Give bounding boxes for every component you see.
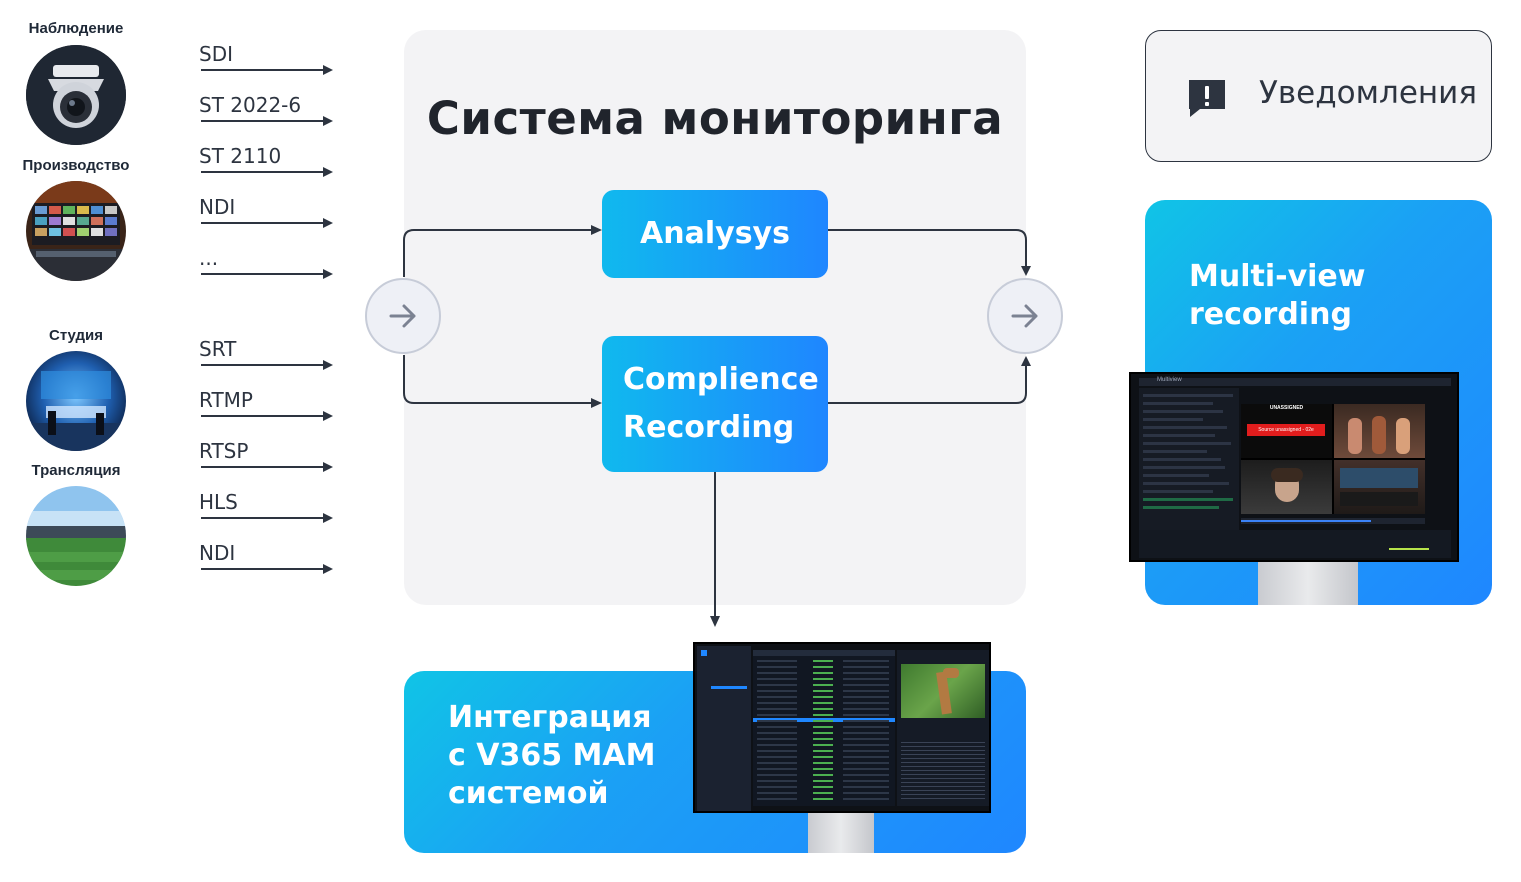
multiview-monitor: Multiview UNASSIGNED Source unassigned -…	[1129, 372, 1459, 562]
tv-studio-photo	[26, 351, 126, 451]
arrow-line	[201, 120, 325, 122]
notifications-box: Уведомления	[1145, 30, 1492, 162]
source-label-production: Производство	[22, 157, 130, 174]
analysys-block: Analysys	[602, 190, 828, 278]
protocol-arrow-more: ...	[199, 246, 339, 286]
mam-title-line3: системой	[448, 776, 609, 811]
mam-monitor	[693, 642, 991, 813]
protocol-label: ST 2022-6	[199, 93, 302, 117]
mam-monitor-stand	[808, 811, 874, 853]
tile-unassigned-title: UNASSIGNED	[1269, 405, 1304, 411]
arrow-line	[201, 273, 325, 275]
arrow-line	[201, 415, 325, 417]
surveillance-camera-photo	[26, 45, 126, 145]
protocol-arrow-sdi: SDI	[199, 42, 339, 82]
protocol-label: HLS	[199, 490, 238, 514]
protocol-label: NDI	[199, 541, 236, 565]
arrow-head-icon	[323, 116, 333, 126]
multiview-sidebar	[1139, 388, 1239, 538]
arrow-right-icon	[389, 304, 416, 328]
mam-table	[753, 650, 895, 806]
notifications-label: Уведомления	[1259, 75, 1477, 111]
tile-control-room	[1334, 460, 1425, 514]
protocol-label: SRT	[199, 337, 237, 361]
arrow-head-icon	[323, 462, 333, 472]
tile-people	[1334, 404, 1425, 458]
arrow-line	[201, 568, 325, 570]
arrow-head-icon	[323, 167, 333, 177]
protocol-arrow-st2110: ST 2110	[199, 144, 339, 184]
giraffe-preview-image	[901, 664, 985, 718]
source-label-studio: Студия	[48, 327, 104, 344]
monitor-stand	[1258, 560, 1358, 605]
alert-message-icon	[1189, 80, 1225, 117]
complience-recording-block: Complience Recording	[602, 336, 828, 472]
tile-unassigned: UNASSIGNED Source unassigned - 02e	[1241, 404, 1332, 458]
source-label-broadcast: Трансляция	[31, 462, 121, 479]
multiview-timeline	[1241, 518, 1425, 524]
arrow-right-icon	[1011, 304, 1038, 328]
mam-title-line1: Интеграция	[448, 700, 652, 735]
input-flow-node	[365, 278, 441, 354]
protocol-label: RTMP	[199, 388, 253, 412]
arrow-line	[201, 69, 325, 71]
arrow-head-icon	[323, 65, 333, 75]
monitoring-system-title: Система мониторинга	[426, 92, 1004, 145]
protocol-arrow-ndi-2: NDI	[199, 541, 339, 581]
tile-unassigned-msg: Source unassigned - 02e	[1247, 424, 1325, 436]
arrow-line	[201, 171, 325, 173]
multiview-grid: UNASSIGNED Source unassigned - 02e	[1241, 404, 1425, 514]
tile-unassigned-msg-text: Source unassigned - 02e	[1258, 427, 1314, 433]
mam-sidebar	[697, 646, 751, 811]
multiview-title-line1: Multi-view	[1189, 259, 1366, 294]
protocol-arrow-st2022: ST 2022-6	[199, 93, 339, 133]
complience-label: Complience	[623, 362, 819, 397]
protocol-arrow-srt: SRT	[199, 337, 339, 377]
protocol-label: NDI	[199, 195, 236, 219]
protocol-label: RTSP	[199, 439, 249, 463]
arrow-head-icon	[323, 411, 333, 421]
arrow-head-icon	[323, 218, 333, 228]
multiview-title-line2: recording	[1189, 297, 1352, 332]
arrow-line	[201, 517, 325, 519]
tile-portrait	[1241, 460, 1332, 514]
protocol-arrow-hls: HLS	[199, 490, 339, 530]
output-flow-node	[987, 278, 1063, 354]
protocol-arrow-rtmp: RTMP	[199, 388, 339, 428]
source-label-surveillance: Наблюдение	[28, 20, 124, 37]
analysys-label: Analysys	[640, 216, 790, 251]
protocol-label: ...	[199, 246, 219, 270]
multiview-bottom-panel	[1139, 530, 1451, 558]
multiview-app-name: Multiview	[1157, 377, 1182, 383]
recording-label: Recording	[623, 410, 795, 445]
arrow-head-icon	[323, 564, 333, 574]
arrow-line	[201, 222, 325, 224]
arrow-head-icon	[323, 513, 333, 523]
protocol-arrow-rtsp: RTSP	[199, 439, 339, 479]
protocol-label: SDI	[199, 42, 233, 66]
arrow-head-icon	[323, 269, 333, 279]
protocol-arrow-ndi: NDI	[199, 195, 339, 235]
arrow-line	[201, 364, 325, 366]
arrow-line	[201, 466, 325, 468]
protocol-label: ST 2110	[199, 144, 282, 168]
mam-title-line2: с V365 MAM	[448, 738, 656, 773]
multiview-topbar	[1139, 378, 1451, 386]
mam-preview-panel	[897, 650, 989, 806]
arrow-head-icon	[323, 360, 333, 370]
